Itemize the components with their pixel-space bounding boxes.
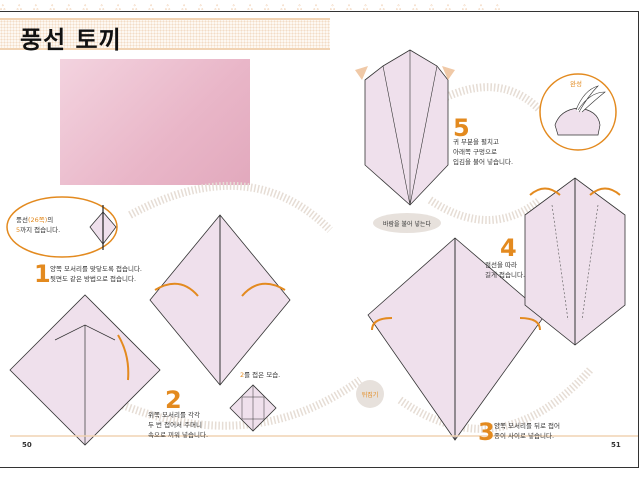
step-number: 4 — [500, 234, 517, 262]
start-note: 풍선(26쪽)의 5까지 접습니다. — [16, 216, 61, 234]
flip-label: 뒤집기 — [356, 380, 384, 408]
arrow-icon — [241, 282, 286, 297]
arrow-icon — [355, 66, 455, 80]
done-label: 완성 — [570, 80, 582, 88]
arrow-icon — [371, 317, 393, 331]
title-band — [0, 18, 330, 50]
step-number: 2 — [165, 386, 182, 414]
path-dots — [397, 367, 593, 433]
arrow-icon — [529, 187, 561, 196]
step-text: 양쪽 모서리를 맞닿도록 접습니다.뒷면도 같은 방법으로 접습니다. — [50, 265, 142, 283]
top-decoration: ஃஃஃஃஃஃஃஃஃஃஃஃஃஃஃஃஃஃஃஃஃஃஃஃஃஃஃஃஃஃஃ — [0, 4, 512, 12]
arrow-icon — [117, 334, 130, 381]
page-number-right: 51 — [611, 441, 621, 449]
step2-result-caption: 2를 접은 모습. — [240, 371, 281, 379]
path-dots — [427, 196, 543, 224]
page-number-left: 50 — [22, 441, 32, 449]
bunny-photo — [60, 59, 250, 185]
step-number: 1 — [34, 260, 51, 288]
arrow-icon — [154, 282, 199, 297]
step-number: 5 — [453, 114, 470, 142]
arrow-icon — [589, 187, 621, 196]
path-dots — [438, 83, 543, 113]
path-dots — [128, 181, 333, 233]
start-bubble — [6, 196, 118, 258]
page-title: 풍선 토끼 — [20, 26, 122, 54]
arrow-icon — [519, 317, 541, 331]
blow-label: 바람을 불어 넣는다 — [373, 213, 441, 233]
step-number: 3 — [478, 418, 495, 446]
